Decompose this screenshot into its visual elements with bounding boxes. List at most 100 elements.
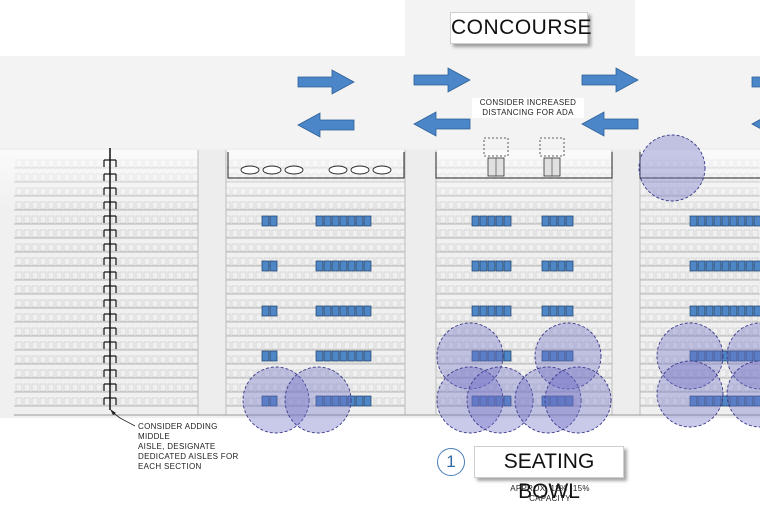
table-icon: [262, 165, 282, 175]
seat: [23, 285, 31, 294]
seat: [751, 327, 759, 336]
seat: [95, 341, 103, 350]
highlighted-seat: [745, 395, 754, 407]
seat: [159, 355, 167, 364]
seat: [471, 327, 479, 336]
seat: [263, 327, 271, 336]
highlighted-seat: [347, 395, 356, 407]
seat: [367, 383, 375, 392]
seat: [663, 271, 671, 280]
seat: [23, 383, 31, 392]
highlighted-seat: [503, 215, 512, 227]
flow-arrow-icon: [413, 67, 471, 93]
seat: [591, 313, 599, 322]
seat: [727, 271, 735, 280]
seat: [319, 327, 327, 336]
seat: [439, 327, 447, 336]
seat: [327, 243, 335, 252]
seat: [575, 355, 583, 364]
seat: [23, 397, 31, 406]
seat: [151, 299, 159, 308]
seat: [351, 271, 359, 280]
seat: [663, 229, 671, 238]
seat: [119, 257, 127, 266]
seat: [663, 285, 671, 294]
seat: [55, 313, 63, 322]
seat: [279, 271, 287, 280]
highlighted-seat: [705, 350, 714, 362]
seat: [711, 383, 719, 392]
highlighted-seat: [495, 215, 504, 227]
seat: [559, 383, 567, 392]
highlighted-seat: [549, 350, 558, 362]
seat: [31, 355, 39, 364]
seat: [663, 327, 671, 336]
seat: [375, 397, 383, 406]
concourse-stands: [227, 137, 760, 179]
concourse-label: CONCOURSE: [450, 12, 592, 44]
seat: [119, 215, 127, 224]
seat: [167, 313, 175, 322]
seat: [95, 397, 103, 406]
seat: [23, 229, 31, 238]
seat: [87, 355, 95, 364]
seat: [39, 355, 47, 364]
seat: [391, 285, 399, 294]
seat: [583, 341, 591, 350]
seat: [447, 243, 455, 252]
highlighted-seat: [705, 305, 714, 317]
seat: [511, 369, 519, 378]
highlighted-seat: [549, 260, 558, 272]
seat: [735, 341, 743, 350]
seat: [119, 397, 127, 406]
seat: [503, 369, 511, 378]
seat: [143, 257, 151, 266]
seat: [295, 271, 303, 280]
seat: [303, 397, 311, 406]
seat: [263, 285, 271, 294]
highlighted-seat: [495, 260, 504, 272]
seat: [751, 229, 759, 238]
seat: [543, 243, 551, 252]
seat: [183, 215, 191, 224]
seat: [239, 229, 247, 238]
seat: [135, 369, 143, 378]
seat: [15, 229, 23, 238]
seat: [135, 243, 143, 252]
seat: [231, 243, 239, 252]
table-icon: [240, 165, 260, 175]
seat: [87, 341, 95, 350]
highlighted-seat: [479, 395, 488, 407]
highlighted-seat: [713, 395, 722, 407]
seat: [575, 341, 583, 350]
seat: [247, 285, 255, 294]
seat: [271, 271, 279, 280]
seat: [743, 229, 751, 238]
seat: [39, 327, 47, 336]
seat: [63, 327, 71, 336]
seat: [519, 285, 527, 294]
seat: [567, 327, 575, 336]
seat: [55, 285, 63, 294]
seat: [143, 313, 151, 322]
seat: [655, 299, 663, 308]
seat: [463, 355, 471, 364]
seat: [95, 327, 103, 336]
flow-arrows: [297, 67, 760, 138]
seat: [703, 229, 711, 238]
seat: [31, 299, 39, 308]
seat: [535, 369, 543, 378]
highlighted-seat: [479, 260, 488, 272]
seat: [151, 313, 159, 322]
seat: [39, 313, 47, 322]
seat: [735, 327, 743, 336]
seat: [671, 369, 679, 378]
seat: [287, 355, 295, 364]
seat: [375, 243, 383, 252]
seat: [159, 285, 167, 294]
seat: [287, 243, 295, 252]
seat: [15, 327, 23, 336]
seat: [439, 383, 447, 392]
seat: [479, 229, 487, 238]
concourse-counter: [227, 152, 405, 179]
